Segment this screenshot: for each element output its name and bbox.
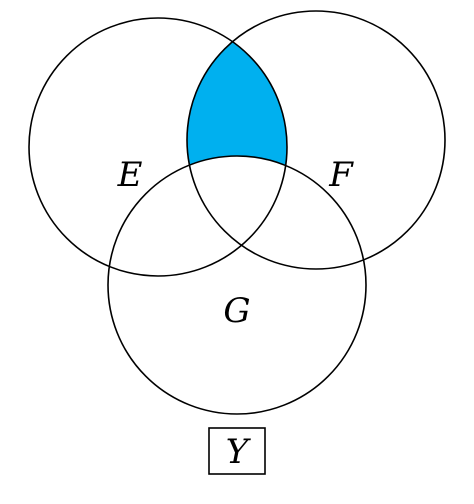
set-f-label: F	[328, 155, 354, 195]
set-g-label: G	[223, 291, 250, 331]
set-e-circle	[28, 17, 288, 277]
universe-label: Y	[226, 432, 252, 472]
set-g-circle	[107, 155, 367, 415]
universe-label-box: Y	[208, 427, 266, 475]
set-e-label: E	[117, 155, 143, 195]
set-f-circle	[186, 10, 446, 270]
shaded-region-e-and-f-not-g	[187, 18, 287, 269]
